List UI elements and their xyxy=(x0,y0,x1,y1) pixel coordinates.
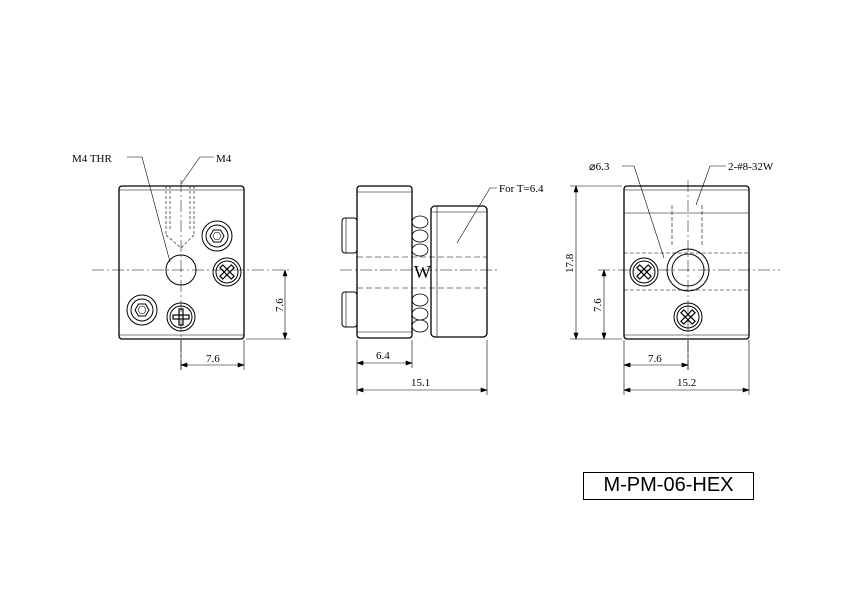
front-view-dim-vertical-label: 7.6 xyxy=(274,298,286,312)
phillips-screw-icon xyxy=(629,257,659,287)
rear-view-dimension-horizontal xyxy=(623,340,750,395)
front-view-leader-tap xyxy=(180,156,214,185)
rear-view-dim-vertical-label: 7.6 xyxy=(592,298,604,312)
side-view-leader-thickness xyxy=(456,187,497,244)
front-view-thru-hole xyxy=(165,254,197,286)
rear-view-callout-screw: 2-#8-32W xyxy=(728,161,774,173)
front-view-tapped-hole-hidden xyxy=(165,186,195,249)
side-view-dimension-small xyxy=(356,340,413,395)
side-view-main-block xyxy=(356,185,413,339)
phillips-screw-icon xyxy=(166,302,196,332)
part-number: M-PM-06-HEX xyxy=(603,474,734,496)
side-view-spring-upper xyxy=(411,215,429,257)
rear-view-leader-bore xyxy=(622,165,665,259)
rear-view-leader-screw xyxy=(695,165,726,206)
rear-view-dimension-height xyxy=(570,185,622,340)
side-view-dimension-overall xyxy=(356,340,488,395)
side-view: W xyxy=(340,185,498,395)
front-view-dimension-vertical xyxy=(246,269,290,340)
front-view-callout-thread: M4 THR xyxy=(72,153,112,165)
rear-view-dim-overall-label: 15.2 xyxy=(677,377,696,389)
side-view-spring-letter: W xyxy=(414,262,431,282)
rear-view-bore xyxy=(666,248,710,292)
side-view-secondary-block xyxy=(430,205,488,338)
rear-view-hidden-lines xyxy=(624,205,749,291)
front-view xyxy=(92,156,290,370)
phillips-screw-icon xyxy=(673,302,703,332)
front-view-dimension-horizontal xyxy=(180,340,245,370)
side-view-spring-lower xyxy=(411,293,429,333)
front-view-dim-horizontal-label: 7.6 xyxy=(206,353,220,365)
hex-socket-screw-icon xyxy=(201,220,233,252)
rear-view-dim-horizontal-label: 7.6 xyxy=(648,353,662,365)
rear-view xyxy=(570,165,780,395)
rear-view-dimension-vertical xyxy=(601,269,607,340)
front-view-body xyxy=(118,185,245,340)
rear-view-dimension-overall xyxy=(623,387,750,393)
side-view-hidden-lines xyxy=(357,256,487,289)
phillips-screw-icon xyxy=(212,257,242,287)
rear-view-callout-bore: ⌀6.3 xyxy=(589,161,610,173)
side-view-screw-head-lower xyxy=(341,291,358,328)
rear-view-dim-height-label: 17.8 xyxy=(564,253,576,273)
part-number-box: M-PM-06-HEX xyxy=(583,472,754,500)
side-view-dim-small-label: 6.4 xyxy=(376,350,390,362)
hex-socket-screw-icon xyxy=(126,294,158,326)
side-view-dim-overall-label: 15.1 xyxy=(411,377,430,389)
front-view-callout-tap: M4 xyxy=(216,153,232,165)
rear-view-body xyxy=(623,185,750,340)
side-view-screw-head-upper xyxy=(341,217,358,254)
front-view-leader-thread xyxy=(127,156,171,263)
side-view-callout-thickness: For T=6.4 xyxy=(499,183,544,195)
